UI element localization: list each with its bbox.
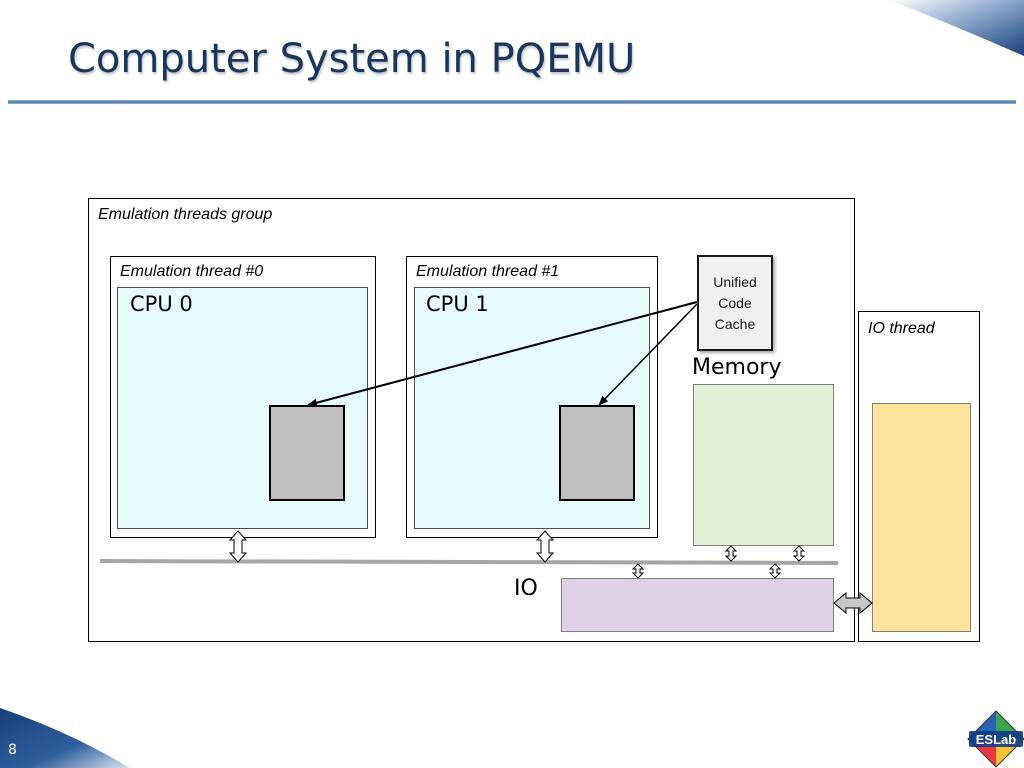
memory-box: [693, 384, 834, 546]
cpu0-cache-block: [269, 405, 345, 501]
io-thread-label: IO thread: [868, 320, 935, 337]
unified-code-cache: Unified Code Cache: [697, 255, 773, 351]
slide-title: Computer System in PQEMU: [68, 36, 636, 82]
cpu1-label: CPU 1: [426, 292, 489, 316]
thread0-bus-arrow: [228, 530, 248, 563]
cache-to-cpu1-arrow: [598, 303, 698, 406]
bottom-left-swoosh: [0, 708, 130, 768]
title-divider: [8, 100, 1016, 104]
cache-line-3: Cache: [714, 315, 756, 332]
logo-text: ESLab: [976, 732, 1017, 747]
thread1-bus-arrow: [535, 530, 555, 563]
io-label: IO: [514, 576, 538, 601]
io-thread-box: [872, 403, 971, 632]
cache-line-1: Unified: [713, 273, 757, 290]
group-label: Emulation threads group: [98, 206, 273, 223]
page-number: 8: [8, 742, 17, 758]
thread1-label: Emulation thread #1: [416, 263, 560, 280]
io-bus-arrow-1: [631, 563, 645, 579]
memory-bus-arrow-2: [792, 545, 806, 562]
io-iothread-arrow: [833, 591, 873, 615]
top-right-swoosh: [890, 0, 1024, 56]
memory-bus-arrow-1: [724, 545, 738, 562]
cpu0-label: CPU 0: [130, 292, 193, 316]
cache-line-2: Code: [718, 294, 752, 311]
io-bus-arrow-2: [768, 563, 782, 579]
thread0-label: Emulation thread #0: [120, 263, 264, 280]
cache-to-cpu0-arrow: [307, 301, 698, 407]
memory-label: Memory: [692, 355, 782, 380]
io-box: [561, 578, 834, 632]
cpu1-cache-block: [559, 405, 635, 501]
